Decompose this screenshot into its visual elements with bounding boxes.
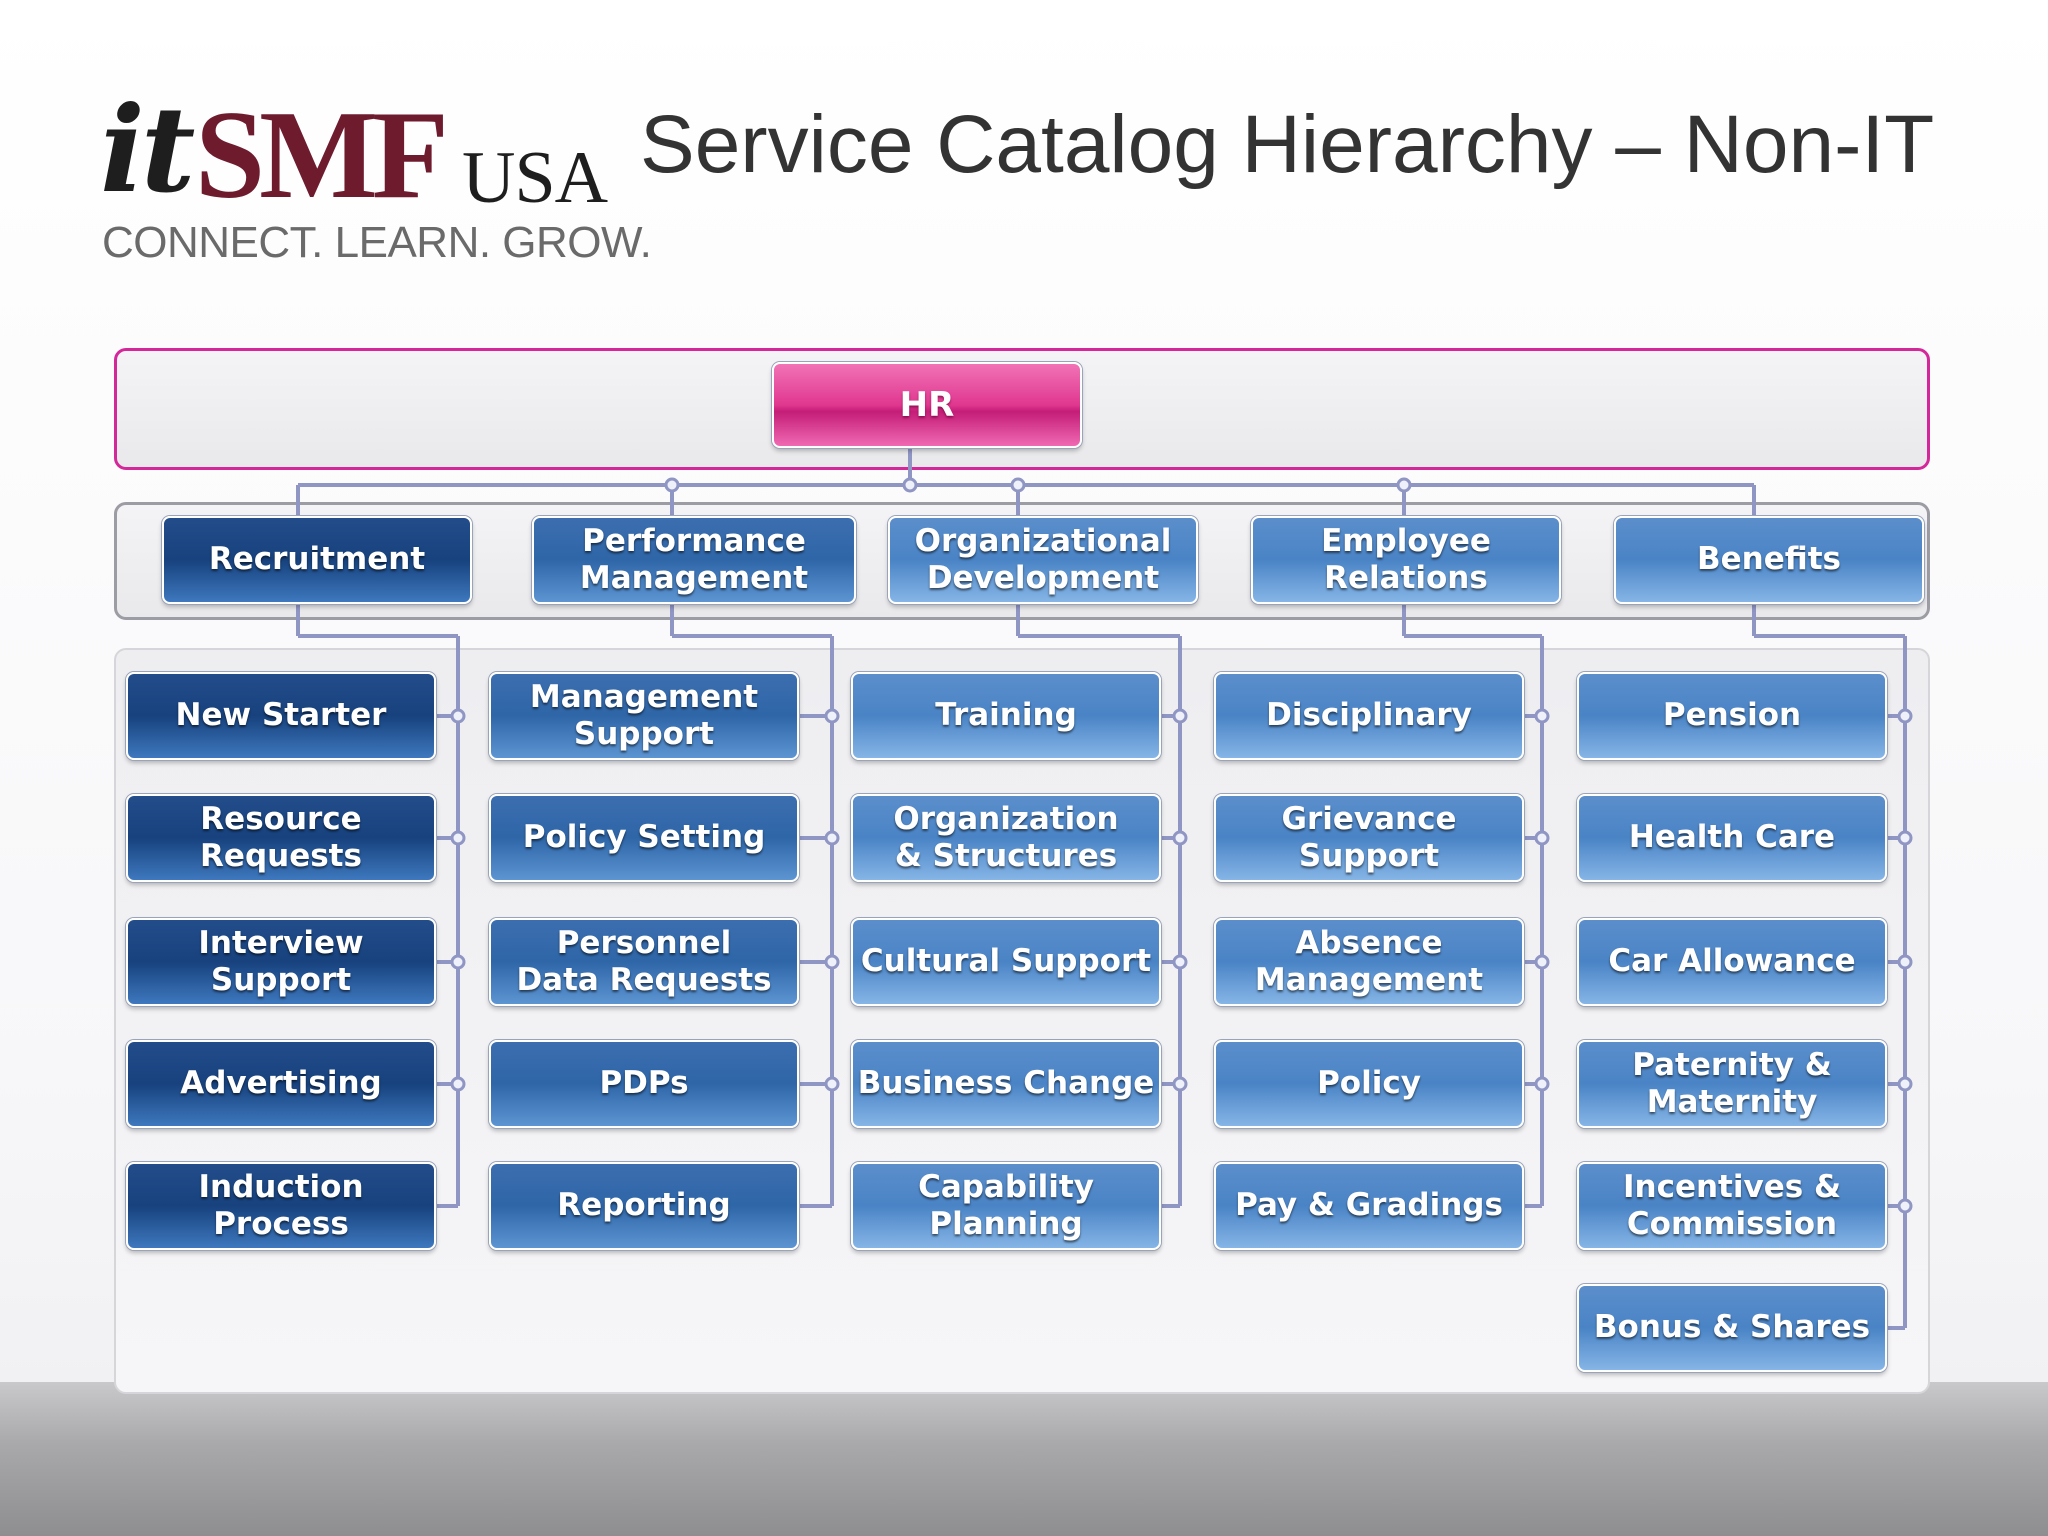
service-interview-support[interactable]: Interview Support — [126, 918, 436, 1006]
service-new-starter[interactable]: New Starter — [126, 672, 436, 760]
hr-root-node[interactable]: HR — [772, 362, 1082, 448]
logo-it-text: it — [100, 80, 195, 219]
logo-tagline: CONNECT. LEARN. GROW. — [102, 218, 652, 267]
service-management-support[interactable]: Management Support — [489, 672, 799, 760]
logo-smf-text: SMF — [195, 86, 449, 225]
service-car-allowance[interactable]: Car Allowance — [1577, 918, 1887, 1006]
bus-junction-dot — [1010, 477, 1026, 493]
service-resource-requests[interactable]: Resource Requests — [126, 794, 436, 882]
services-panel — [114, 648, 1930, 1394]
category-recruitment[interactable]: Recruitment — [162, 516, 472, 604]
category-performance-management[interactable]: Performance Management — [532, 516, 856, 604]
footer-band — [0, 1382, 2048, 1536]
service-disciplinary[interactable]: Disciplinary — [1214, 672, 1524, 760]
service-capability-planning[interactable]: Capability Planning — [851, 1162, 1161, 1250]
service-pdps[interactable]: PDPs — [489, 1040, 799, 1128]
service-advertising[interactable]: Advertising — [126, 1040, 436, 1128]
service-policy-setting[interactable]: Policy Setting — [489, 794, 799, 882]
category-organizational-development[interactable]: Organizational Development — [888, 516, 1198, 604]
service-paternity-and-maternity[interactable]: Paternity & Maternity — [1577, 1040, 1887, 1128]
category-benefits[interactable]: Benefits — [1614, 516, 1924, 604]
service-pay-and-gradings[interactable]: Pay & Gradings — [1214, 1162, 1524, 1250]
service-reporting[interactable]: Reporting — [489, 1162, 799, 1250]
service-health-care[interactable]: Health Care — [1577, 794, 1887, 882]
bus-junction-dot — [664, 477, 680, 493]
service-absence-management[interactable]: Absence Management — [1214, 918, 1524, 1006]
service-business-change[interactable]: Business Change — [851, 1040, 1161, 1128]
service-pension[interactable]: Pension — [1577, 672, 1887, 760]
root-junction-dot — [902, 477, 918, 493]
logo-usa-text: USA — [462, 137, 608, 219]
service-bonus-and-shares[interactable]: Bonus & Shares — [1577, 1284, 1887, 1372]
bus-junction-dot — [1396, 477, 1412, 493]
service-personnel-data-requests[interactable]: Personnel Data Requests — [489, 918, 799, 1006]
page-title: Service Catalog Hierarchy – Non-IT — [640, 99, 1935, 190]
service-induction-process[interactable]: Induction Process — [126, 1162, 436, 1250]
category-employee-relations[interactable]: Employee Relations — [1251, 516, 1561, 604]
service-policy[interactable]: Policy — [1214, 1040, 1524, 1128]
service-training[interactable]: Training — [851, 672, 1161, 760]
service-organization-and-structures[interactable]: Organization & Structures — [851, 794, 1161, 882]
service-grievance-support[interactable]: Grievance Support — [1214, 794, 1524, 882]
service-cultural-support[interactable]: Cultural Support — [851, 918, 1161, 1006]
service-incentives-and-commission[interactable]: Incentives & Commission — [1577, 1162, 1887, 1250]
itsmf-usa-logo: it SMF USA CONNECT. LEARN. GROW. — [100, 80, 652, 270]
